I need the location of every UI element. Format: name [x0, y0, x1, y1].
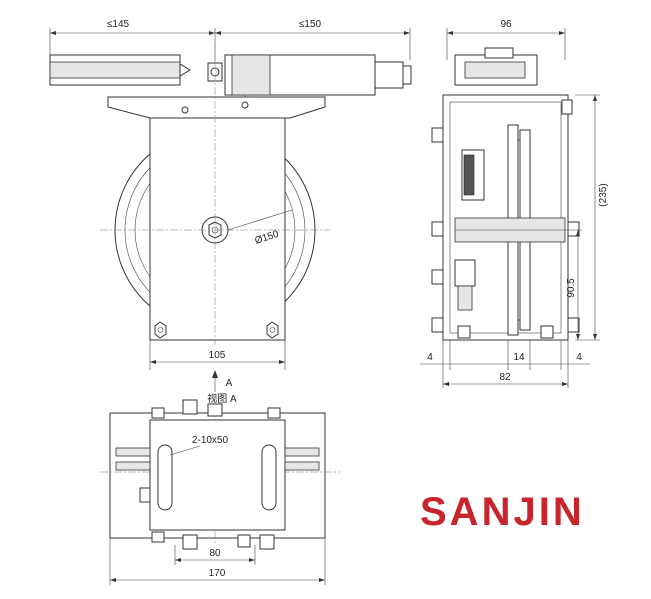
view-marker: A 视图 A: [207, 370, 237, 405]
side-view: 96: [420, 19, 609, 388]
front-view: ≤145 ≤150 Ø150: [49, 19, 412, 370]
dim-left-gap: 4: [427, 352, 433, 363]
dim-base-width: 105: [209, 350, 226, 361]
dim-right-width: ≤150: [299, 19, 322, 30]
dim-height: (235): [598, 183, 609, 206]
view-arrow-label: A: [226, 378, 233, 389]
brand-logo: SANJIN: [420, 490, 585, 534]
slot-label: 2-10x50: [192, 435, 229, 446]
bottom-view: 2-10x50 80 170: [100, 399, 340, 585]
dim-top-width: 96: [500, 19, 512, 30]
gear-stack: [463, 154, 475, 196]
dim-inner-width: 80: [209, 548, 221, 559]
dim-center-gap: 14: [513, 352, 525, 363]
dim-total-width: 170: [209, 568, 226, 579]
dim-right-gap: 4: [576, 352, 582, 363]
dim-side-base-width: 82: [499, 372, 511, 383]
dim-left-width: ≤145: [107, 19, 130, 30]
view-label: 视图 A: [207, 392, 237, 405]
dim-lower-height: 90.5: [566, 278, 577, 298]
